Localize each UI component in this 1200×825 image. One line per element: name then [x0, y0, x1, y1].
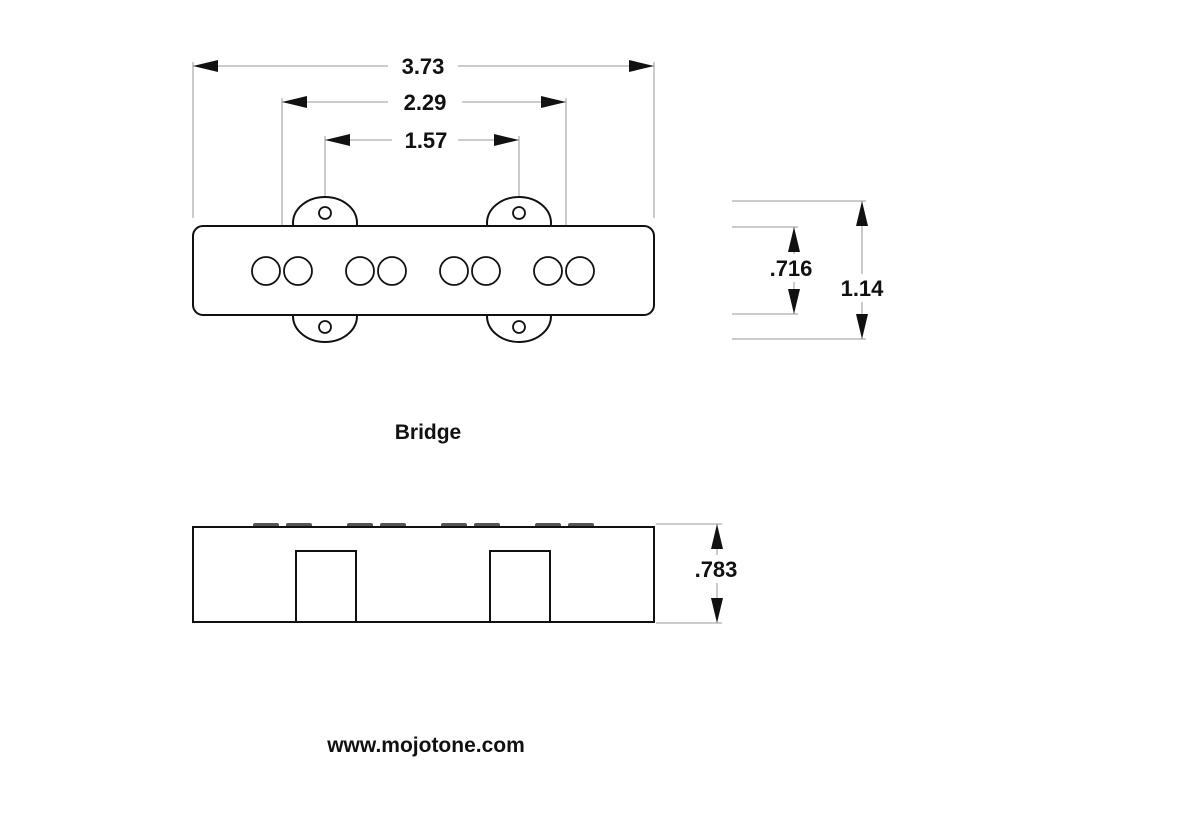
mounting-ear-side-right — [489, 550, 551, 623]
pole-piece — [471, 256, 501, 286]
mounting-hole-icon — [318, 206, 332, 220]
dimension-label-overall-width: 1.14 — [841, 276, 885, 301]
dimension-label-height: .783 — [695, 557, 738, 582]
pole-piece — [533, 256, 563, 286]
website-label: www.mojotone.com — [326, 734, 525, 757]
pole-piece — [283, 256, 313, 286]
dimension-overall-length: 3.73 — [193, 54, 654, 79]
dimension-label-overall-length: 3.73 — [402, 54, 445, 79]
pole-piece — [565, 256, 595, 286]
pole-piece — [251, 256, 281, 286]
pole-piece — [345, 256, 375, 286]
mounting-hole-icon — [318, 320, 332, 334]
pole-pieces — [251, 256, 595, 286]
pole-piece — [377, 256, 407, 286]
pole-piece — [439, 256, 469, 286]
dimension-label-body-width: .716 — [770, 256, 813, 281]
dimension-overall-width: 1.14 — [834, 201, 890, 339]
mounting-ear-side-left — [295, 550, 357, 623]
dimension-pole-span: 2.29 — [282, 90, 566, 115]
dimension-label-pole-span: 2.29 — [404, 90, 447, 115]
dimension-height: .783 — [686, 524, 746, 623]
pickup-body-top-view — [192, 225, 655, 316]
view-caption: Bridge — [395, 421, 462, 444]
mounting-hole-icon — [512, 206, 526, 220]
pickup-body-side-view — [192, 526, 655, 623]
dimension-body-width: .716 — [763, 227, 823, 314]
mounting-hole-icon — [512, 320, 526, 334]
dimension-label-mounting-span: 1.57 — [405, 128, 448, 153]
top-view: 3.73 2.29 1.57 — [192, 54, 890, 343]
side-view: .783 — [192, 523, 746, 624]
dimension-mounting-span: 1.57 — [325, 128, 519, 153]
